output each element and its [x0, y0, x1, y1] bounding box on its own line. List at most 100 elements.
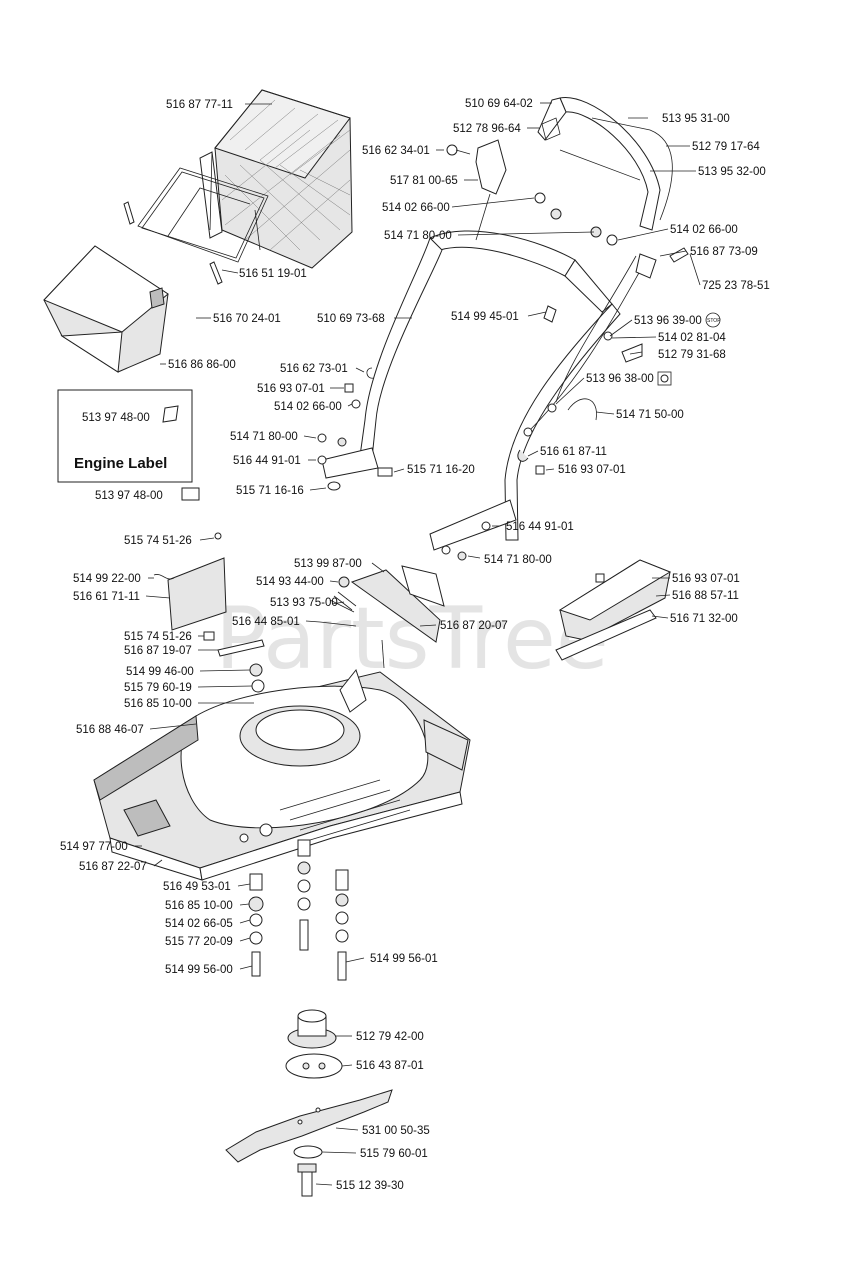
callout: 516 88 46-07	[76, 724, 144, 736]
washer	[534, 192, 546, 204]
callout: 516 43 87-01	[356, 1060, 424, 1072]
bag-frame	[137, 151, 269, 263]
callout: 513 96 39-00	[634, 315, 702, 327]
callout: 514 99 45-01	[451, 311, 519, 323]
wheel-mount-left	[248, 873, 264, 977]
cable-clamp	[635, 253, 657, 279]
callout: 516 86 86-00	[168, 359, 236, 371]
callout: 516 87 19-07	[124, 645, 192, 657]
screw	[535, 465, 545, 475]
callout: 514 02 66-00	[670, 224, 738, 236]
lever-spring	[401, 565, 445, 607]
callout: 514 99 46-00	[126, 666, 194, 678]
grass-bag	[199, 89, 353, 269]
callout: 514 02 66-00	[274, 401, 342, 413]
callout: 514 02 66-00	[382, 202, 450, 214]
callout: 515 77 20-09	[165, 936, 233, 948]
washer	[351, 399, 361, 409]
mower-blade	[225, 1089, 393, 1163]
callout: 515 71 16-20	[407, 464, 475, 476]
callout: 516 44 91-01	[506, 521, 574, 533]
screw	[214, 532, 222, 540]
engine-label-panel: 513 97 48-00 Engine Label	[57, 389, 193, 483]
wheel-mount-right	[335, 869, 349, 981]
nut	[338, 576, 350, 588]
callout: 516 93 07-01	[257, 383, 325, 395]
callout: 515 74 51-26	[124, 535, 192, 547]
screw	[595, 573, 605, 583]
callout: 516 85 10-00	[124, 698, 192, 710]
callout: 516 85 10-00	[165, 900, 233, 912]
handle-bolt	[669, 247, 689, 263]
callout: 514 71 80-00	[230, 431, 298, 443]
wheel-mount-center	[297, 839, 311, 951]
callout: 516 62 73-01	[280, 363, 348, 375]
callout: 516 44 85-01	[232, 616, 300, 628]
callout: 516 62 34-01	[362, 145, 430, 157]
callout: 514 71 80-00	[484, 554, 552, 566]
knob	[377, 467, 393, 477]
screw	[344, 383, 354, 393]
callout: 514 99 56-01	[370, 953, 438, 965]
callout: 514 02 81-04	[658, 332, 726, 344]
engine-label-sticker	[181, 487, 200, 501]
stop-badge: STOP	[705, 312, 721, 328]
height-adjust-lever	[350, 569, 441, 643]
callout: 513 93 75-00	[270, 597, 338, 609]
label-icon	[162, 405, 179, 423]
callout: 513 99 87-00	[294, 558, 362, 570]
callout: 516 61 87-11	[540, 446, 607, 458]
nut	[337, 437, 347, 447]
screw	[203, 631, 215, 641]
callout: 514 71 50-00	[616, 409, 684, 421]
cable-end	[547, 403, 557, 413]
engine-label-part-number: 513 97 48-00	[82, 412, 150, 424]
callout: 515 74 51-26	[124, 631, 192, 643]
callout: 516 87 22-07	[79, 861, 147, 873]
callout: 514 93 44-00	[256, 576, 324, 588]
washer	[441, 545, 451, 555]
handle-bolt	[446, 144, 458, 156]
gear-icon	[657, 371, 672, 386]
callout: 510 69 64-02	[465, 98, 533, 110]
flap-bracket	[217, 639, 265, 657]
callout: 516 61 71-11	[73, 591, 140, 603]
callout: 516 44 91-01	[233, 455, 301, 467]
nut	[550, 208, 562, 220]
callout: 516 88 57-11	[672, 590, 739, 602]
callout: 725 23 78-51	[702, 280, 770, 292]
callout: 516 87 73-09	[690, 246, 758, 258]
washer	[603, 331, 613, 341]
leader-lines	[135, 102, 701, 1186]
callout: 512 79 31-68	[658, 349, 726, 361]
throttle-control	[475, 139, 507, 195]
callout: 515 71 16-16	[236, 485, 304, 497]
callout: 516 51 19-01	[239, 268, 307, 280]
callout: 510 69 73-68	[317, 313, 385, 325]
side-discharge-chute	[555, 559, 672, 661]
callout: 515 79 60-01	[360, 1148, 428, 1160]
callout: 516 93 07-01	[558, 464, 626, 476]
callout: 513 95 31-00	[662, 113, 730, 125]
callout: 515 79 60-19	[124, 682, 192, 694]
callout: 515 12 39-30	[336, 1180, 404, 1192]
deck-bracket	[423, 719, 469, 771]
callout: 513 96 38-00	[586, 373, 654, 385]
callout: 514 02 66-05	[165, 918, 233, 930]
callout: 513 95 32-00	[698, 166, 766, 178]
callout: 514 71 80-00	[384, 230, 452, 242]
blade-adapter	[287, 1009, 337, 1049]
washer	[251, 679, 265, 693]
bag-clip	[123, 201, 135, 225]
lower-handle	[321, 237, 621, 551]
bag-clip	[209, 261, 223, 285]
callout-labels: 516 87 77-11 516 51 19-01 516 70 24-01 5…	[60, 98, 770, 1192]
cutter-deck	[93, 668, 471, 881]
blade-washer	[293, 1145, 323, 1159]
callout: 516 71 32-00	[670, 613, 738, 625]
cable-hook	[517, 449, 529, 462]
callout: 516 87 77-11	[166, 99, 233, 111]
svg-text:STOP: STOP	[707, 318, 721, 324]
rear-deflector	[43, 245, 169, 373]
